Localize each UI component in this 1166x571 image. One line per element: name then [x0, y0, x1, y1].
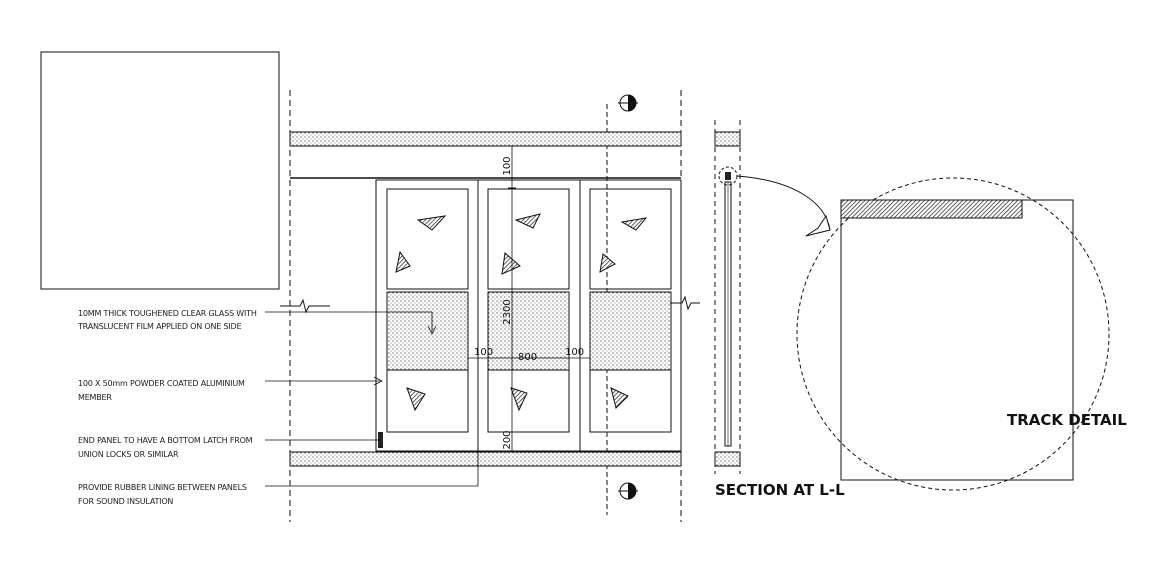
dim-right-gap: 100: [565, 347, 584, 358]
panel-3: [589, 188, 672, 433]
dim-height: 2300: [502, 299, 513, 324]
section-label: SECTION AT L-L: [715, 481, 845, 499]
note-glass-2: TRANSLUCENT FILM APPLIED ON ONE SIDE: [77, 322, 241, 331]
note-member-1: 100 X 50mm POWDER COATED ALUMINIUM: [78, 379, 245, 388]
leader-member-arrow: [373, 376, 383, 386]
track-detail-label: TRACK DETAIL: [1007, 411, 1127, 429]
ceiling-slab: [289, 131, 682, 147]
bottom-latch: [378, 432, 383, 448]
note-glass-1: 10MM THICK TOUGHENED CLEAR GLASS WITH: [78, 309, 257, 318]
section-view: [714, 120, 741, 474]
detail-callout-arrowhead: [805, 214, 831, 237]
detail-callout-arrow: [736, 175, 831, 231]
dim-panel-width: 800: [518, 352, 537, 363]
section-marker-bottom: [618, 482, 638, 500]
floor-slab: [289, 451, 682, 467]
track-detail-box: [840, 199, 1074, 481]
dim-bottom: 200: [502, 430, 513, 449]
track-detail-circle: [796, 177, 1110, 491]
break-line-right: [670, 295, 700, 311]
leader-glass: [265, 311, 433, 332]
panel-2: [487, 188, 570, 433]
note-rubber-2: FOR SOUND INSULATION: [78, 497, 173, 506]
panel-frame: [375, 179, 682, 452]
leader-glass-arrow: [427, 325, 437, 335]
note-member-2: MEMBER: [78, 393, 112, 402]
panel-1: [386, 188, 469, 433]
note-rubber-1: PROVIDE RUBBER LINING BETWEEN PANELS: [78, 483, 247, 492]
note-latch-2: UNION LOCKS OR SIMILAR: [78, 450, 179, 459]
key-plan-box: [40, 51, 280, 290]
note-latch-1: END PANEL TO HAVE A BOTTOM LATCH FROM: [78, 436, 253, 445]
track-detail-profile: [840, 199, 1023, 219]
leader-rubber: [265, 452, 479, 487]
section-marker-top: [618, 94, 638, 112]
dim-top: 100: [502, 156, 513, 175]
dim-left-gap: 100: [474, 347, 493, 358]
break-line-left: [280, 298, 330, 314]
